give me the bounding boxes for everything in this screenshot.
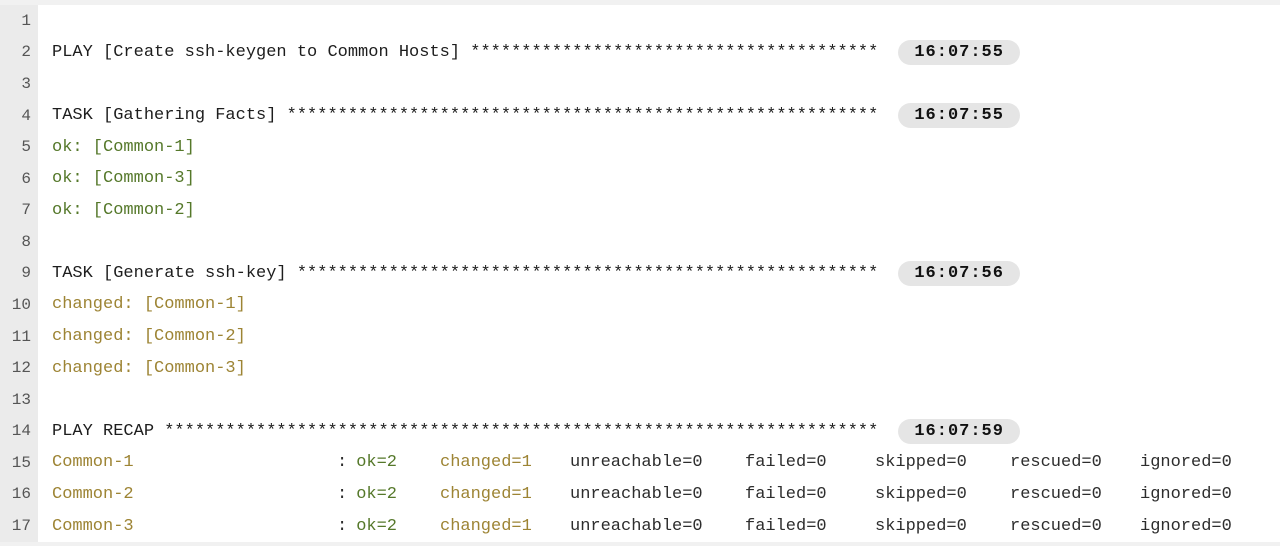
recap-skipped-stat: skipped=0 <box>875 453 967 473</box>
recap-changed-stat: changed=1 <box>440 453 532 473</box>
line-number: 16 <box>11 485 31 504</box>
line-number: 1 <box>21 11 31 30</box>
play-banner-line: PLAY [Create ssh-keygen to Common Hosts]… <box>52 37 1280 69</box>
play-recap-banner-line: PLAY RECAP *****************************… <box>52 416 1280 448</box>
line-number: 10 <box>11 295 31 314</box>
recap-ignored-stat: ignored=0 <box>1140 453 1232 473</box>
blank-line <box>52 226 1280 258</box>
recap-row: Common-3 : ok=2 changed=1 unreachable=0 f… <box>52 510 1280 542</box>
line-number: 2 <box>21 43 31 62</box>
ok-result-text: ok: [Common-1] <box>52 137 195 157</box>
task-banner-line: TASK [Gathering Facts] *****************… <box>52 100 1280 132</box>
recap-changed-stat: changed=1 <box>440 484 532 504</box>
top-border-strip <box>0 0 1280 5</box>
line-number: 15 <box>11 453 31 472</box>
changed-result-text: changed: [Common-1] <box>52 295 246 315</box>
changed-result-line: changed: [Common-1] <box>52 289 1280 321</box>
changed-result-text: changed: [Common-2] <box>52 327 246 347</box>
recap-ok-value: ok=2 <box>356 453 398 473</box>
recap-skipped-stat: skipped=0 <box>875 516 967 536</box>
changed-result-line: changed: [Common-2] <box>52 321 1280 353</box>
recap-rescued-stat: rescued=0 <box>1010 453 1102 473</box>
recap-changed-stat: changed=1 <box>440 516 532 536</box>
recap-row: Common-1 : ok=2 changed=1 unreachable=0 f… <box>52 447 1280 479</box>
task-banner-line: TASK [Generate ssh-key] ****************… <box>52 258 1280 290</box>
recap-rescued-stat: rescued=0 <box>1010 516 1102 536</box>
task-gathering-facts-text: TASK [Gathering Facts] *****************… <box>52 106 879 126</box>
blank-line <box>52 68 1280 100</box>
playbook-output: PLAY [Create ssh-keygen to Common Hosts]… <box>38 5 1280 542</box>
recap-hostname: Common-3 <box>52 516 134 536</box>
recap-unreachable-stat: unreachable=0 <box>570 516 703 536</box>
line-number: 12 <box>11 359 31 378</box>
recap-ignored-stat: ignored=0 <box>1140 516 1232 536</box>
code-area: 1 2 3 4 5 6 7 8 9 10 11 12 13 14 15 16 1… <box>0 5 1280 542</box>
blank-line <box>52 5 1280 37</box>
bottom-border-strip <box>0 542 1280 546</box>
timestamp-badge: 16:07:55 <box>898 103 1020 129</box>
recap-ok-value: ok=2 <box>356 516 398 536</box>
ok-result-line: ok: [Common-2] <box>52 194 1280 226</box>
recap-colon: : <box>337 516 348 536</box>
timestamp-badge: 16:07:59 <box>898 418 1020 444</box>
ok-result-line: ok: [Common-1] <box>52 131 1280 163</box>
timestamp-badge: 16:07:56 <box>898 260 1020 286</box>
ok-result-text: ok: [Common-3] <box>52 169 195 189</box>
recap-colon: : <box>337 484 348 504</box>
line-number: 8 <box>21 232 31 251</box>
line-number: 14 <box>11 422 31 441</box>
timestamp-badge: 16:07:55 <box>898 39 1020 65</box>
recap-ok-value: ok=2 <box>356 484 398 504</box>
recap-failed-stat: failed=0 <box>745 484 827 504</box>
blank-line <box>52 384 1280 416</box>
recap-colon: : <box>337 453 348 473</box>
play-recap-text: PLAY RECAP *****************************… <box>52 421 879 441</box>
recap-hostname: Common-1 <box>52 453 134 473</box>
recap-unreachable-stat: unreachable=0 <box>570 453 703 473</box>
line-number: 9 <box>21 264 31 283</box>
line-number-gutter: 1 2 3 4 5 6 7 8 9 10 11 12 13 14 15 16 1… <box>0 5 38 542</box>
recap-unreachable-stat: unreachable=0 <box>570 484 703 504</box>
changed-result-line: changed: [Common-3] <box>52 352 1280 384</box>
recap-failed-stat: failed=0 <box>745 453 827 473</box>
recap-rescued-stat: rescued=0 <box>1010 484 1102 504</box>
line-number: 7 <box>21 201 31 220</box>
recap-ok-stat: : ok=2 <box>337 517 440 536</box>
recap-ok-stat: : ok=2 <box>337 485 440 504</box>
recap-skipped-stat: skipped=0 <box>875 484 967 504</box>
recap-row: Common-2 : ok=2 changed=1 unreachable=0 f… <box>52 479 1280 511</box>
line-number: 6 <box>21 169 31 188</box>
recap-ignored-stat: ignored=0 <box>1140 484 1232 504</box>
recap-ok-stat: : ok=2 <box>337 453 440 472</box>
line-number: 17 <box>11 517 31 536</box>
line-number: 5 <box>21 138 31 157</box>
play-banner-text: PLAY [Create ssh-keygen to Common Hosts]… <box>52 42 879 62</box>
line-number: 4 <box>21 106 31 125</box>
changed-result-text: changed: [Common-3] <box>52 358 246 378</box>
recap-failed-stat: failed=0 <box>745 516 827 536</box>
ok-result-text: ok: [Common-2] <box>52 200 195 220</box>
line-number: 13 <box>11 390 31 409</box>
task-generate-sshkey-text: TASK [Generate ssh-key] ****************… <box>52 263 879 283</box>
recap-hostname: Common-2 <box>52 484 134 504</box>
line-number: 3 <box>21 74 31 93</box>
line-number: 11 <box>11 327 31 346</box>
ok-result-line: ok: [Common-3] <box>52 163 1280 195</box>
